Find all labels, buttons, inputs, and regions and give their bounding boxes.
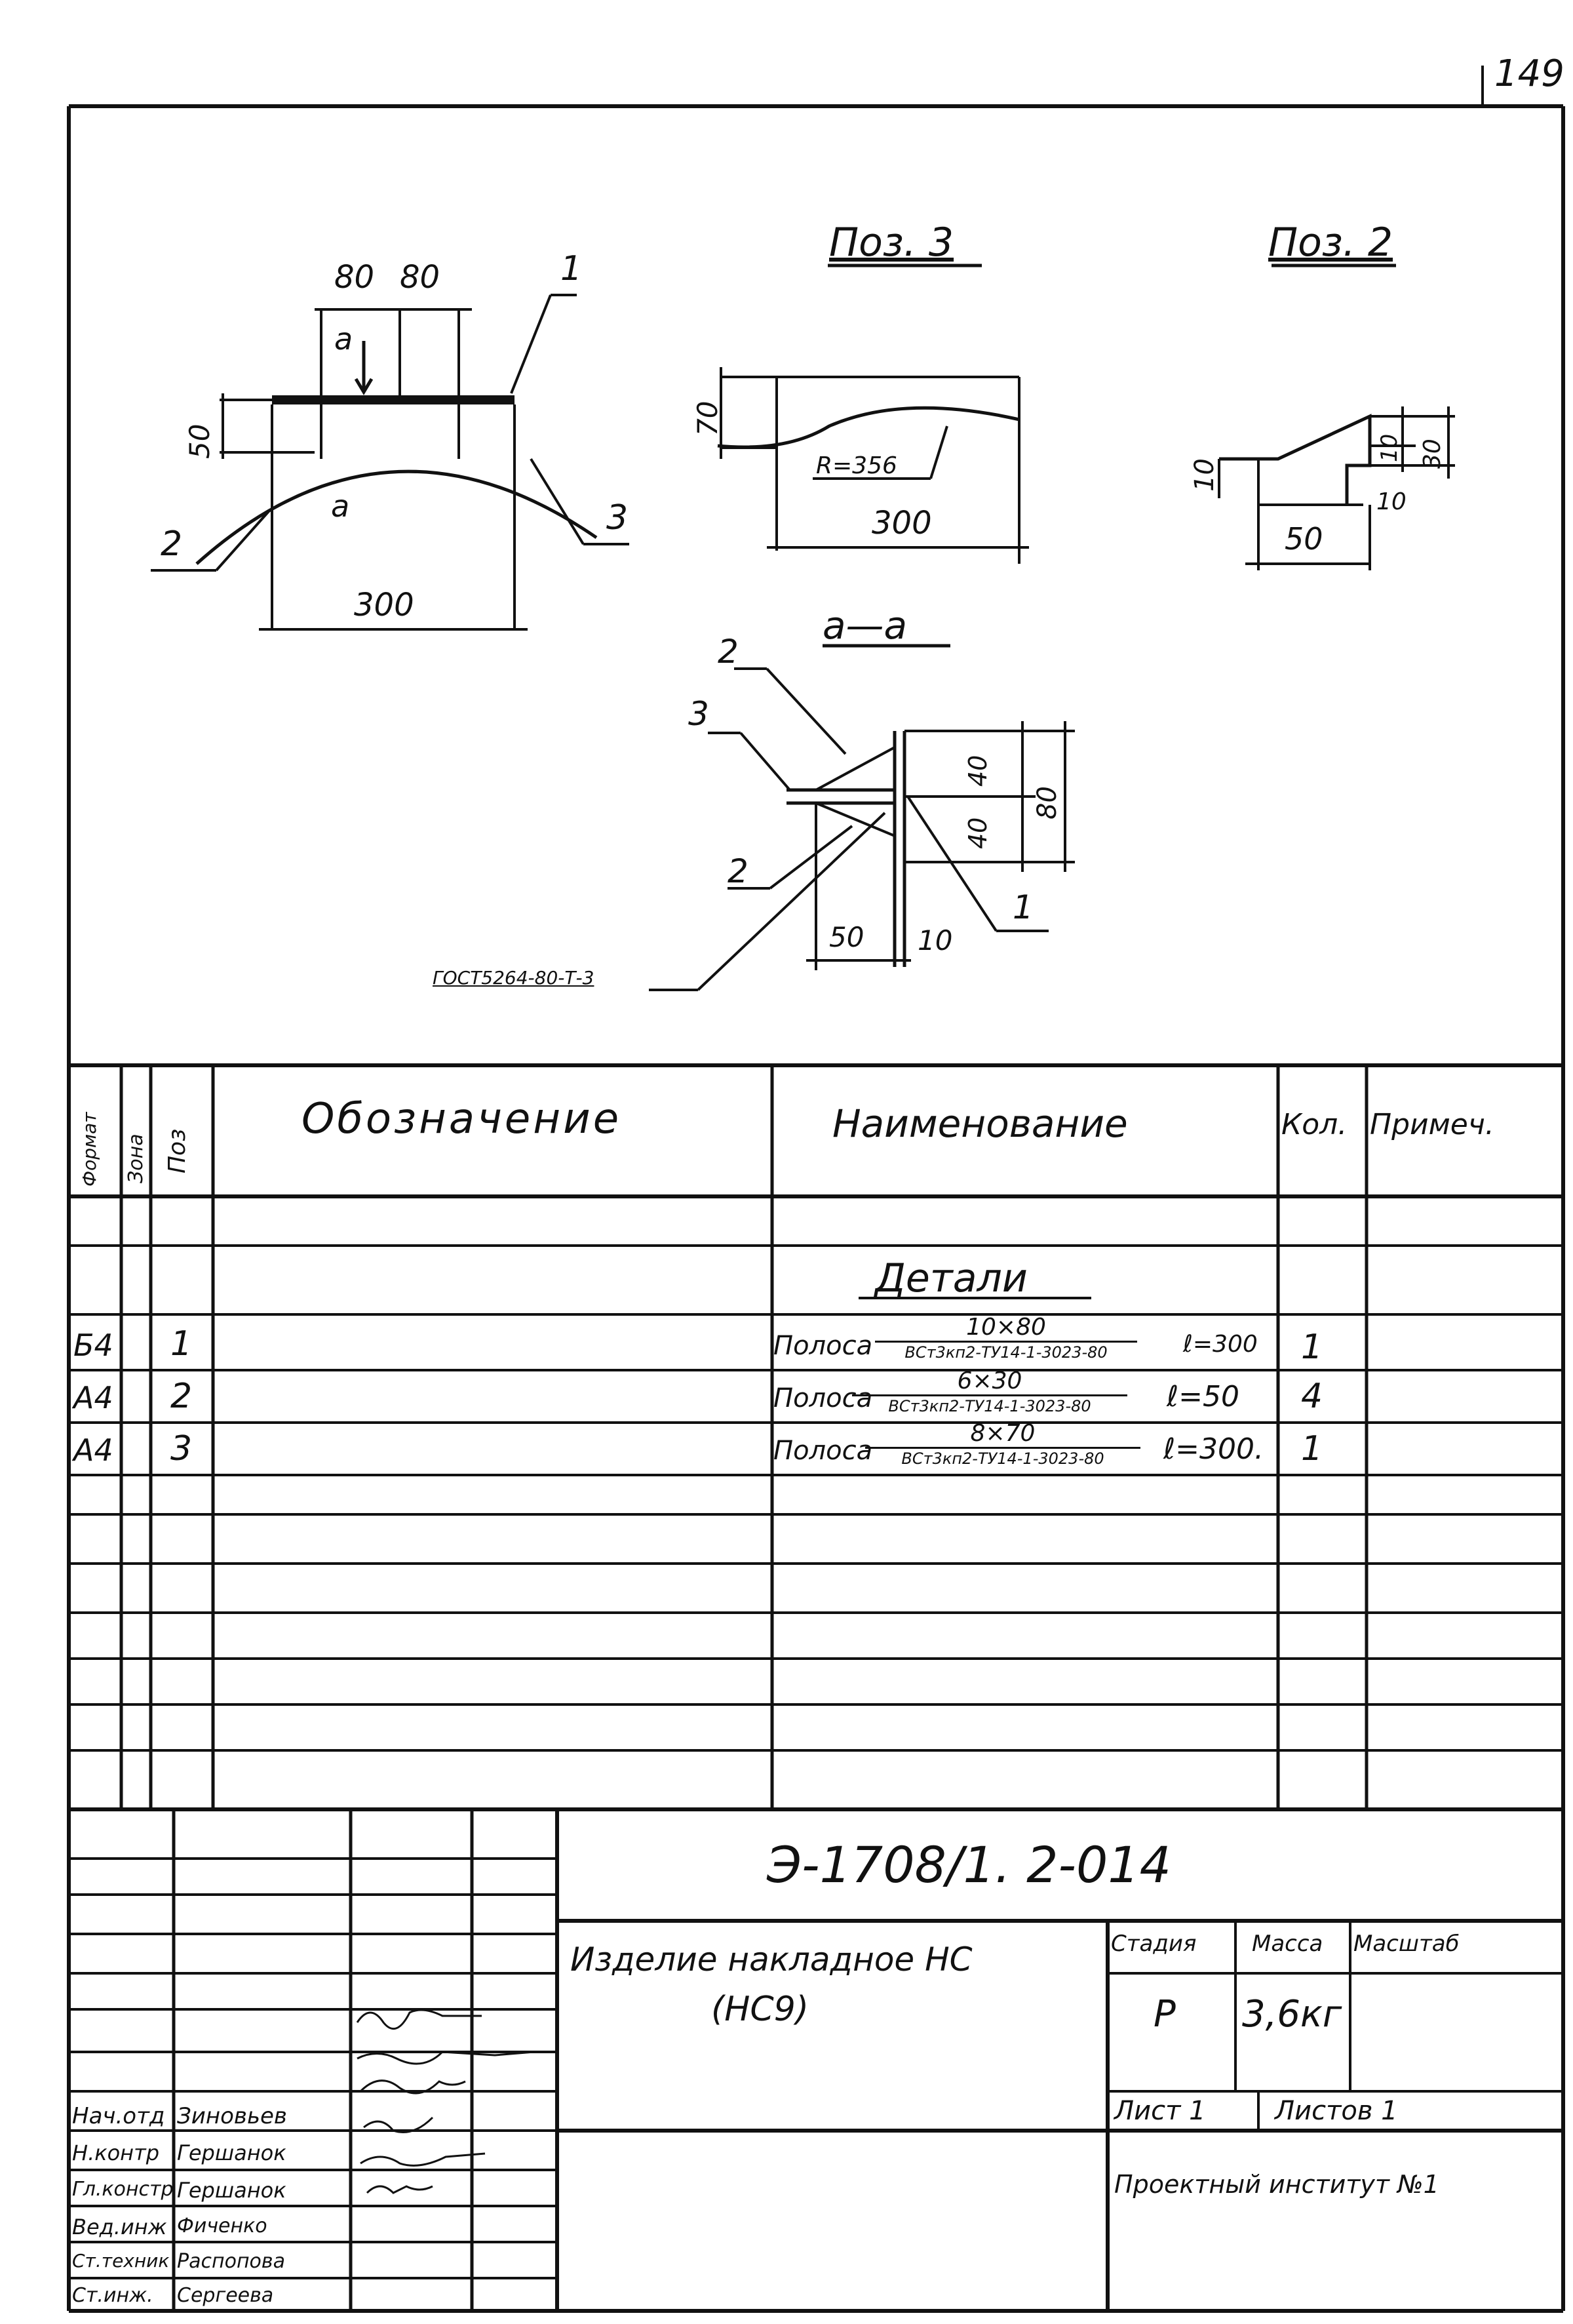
sheets-label: Листов 1	[1275, 2096, 1398, 2126]
section-dim-50: 50	[829, 921, 864, 953]
product-name-line1: Изделие накладное НС	[570, 1940, 973, 1979]
row2-section-size: 6×30	[852, 1368, 1127, 1396]
row3-section-size: 8×70	[865, 1421, 1140, 1449]
row3-qty: 1	[1301, 1429, 1323, 1468]
row2-pos: 2	[170, 1377, 193, 1416]
sig-name-1: Гершанок	[177, 2140, 286, 2165]
row1-length: ℓ=300	[1183, 1331, 1258, 1358]
section-leader-2-top: 2	[718, 633, 739, 671]
product-name-line2: (НС9)	[711, 1990, 809, 2029]
sig-role-4: Ст.техник	[72, 2250, 170, 2272]
organization: Проектный институт №1	[1114, 2170, 1439, 2199]
row3-format: А4	[73, 1432, 113, 1468]
row3-steel-grade: ВСт3кп2-ТУ14-1-3023-80	[901, 1449, 1104, 1468]
row3-name-fraction: 8×70 ВСт3кп2-ТУ14-1-3023-80	[865, 1421, 1140, 1468]
section-dim-40-top: 40	[963, 755, 992, 787]
section-heading-details: Детали	[875, 1255, 1028, 1301]
row2-length: ℓ=50	[1167, 1380, 1240, 1413]
row2-steel-grade: ВСт3кп2-ТУ14-1-3023-80	[888, 1397, 1091, 1415]
sig-name-0: Зиновьев	[177, 2103, 287, 2129]
pos2-dim-width: 50	[1285, 521, 1323, 557]
title-block-grid	[69, 1809, 1563, 2311]
document-code: Э-1708/1. 2-014	[767, 1836, 1172, 1894]
sheet-border	[67, 104, 1565, 2313]
section-leader-2-bottom: 2	[728, 852, 748, 890]
dim-left-50: 50	[184, 423, 216, 459]
pos2-view	[1218, 264, 1455, 570]
row1-section-size: 10×80	[875, 1314, 1137, 1343]
row1-name-prefix: Полоса	[773, 1331, 873, 1361]
mass-value: 3,6кг	[1242, 1993, 1342, 2036]
pos2-dim-step: 10	[1376, 488, 1407, 515]
pos3-title: Поз. 3	[829, 220, 954, 266]
dim-top-2: 80	[400, 259, 440, 296]
row1-pos: 1	[170, 1324, 193, 1364]
mass-label: Масса	[1252, 1931, 1323, 1957]
section-mark-bottom: а	[331, 488, 350, 524]
section-mark-top: а	[334, 321, 353, 357]
header-note: Примеч.	[1370, 1108, 1494, 1141]
sig-role-1: Н.контр	[72, 2140, 160, 2165]
header-zone: Зона	[125, 1133, 147, 1183]
row3-pos: 3	[170, 1429, 193, 1468]
row2-format: А4	[73, 1380, 113, 1415]
leader-2-label: 2	[161, 524, 183, 564]
row3-name-prefix: Полоса	[773, 1436, 873, 1466]
pos2-dim-h1: 10	[1376, 433, 1403, 462]
row1-name-fraction: 10×80 ВСт3кп2-ТУ14-1-3023-80	[875, 1314, 1137, 1362]
stage-label: Стадия	[1111, 1931, 1197, 1957]
sig-name-2: Гершанок	[177, 2178, 286, 2203]
header-name: Наименование	[832, 1101, 1128, 1146]
section-view	[649, 644, 1075, 991]
section-title: а—а	[823, 603, 908, 648]
spec-table-grid	[69, 1063, 1563, 1811]
pos3-view	[717, 264, 1029, 564]
sig-role-0: Нач.отд	[72, 2103, 165, 2129]
pos2-dim-h2: 30	[1419, 439, 1446, 469]
header-pos: Поз	[164, 1128, 191, 1173]
signatures-scribbles	[356, 2009, 535, 2194]
sig-name-4: Распопова	[177, 2250, 285, 2273]
pos2-dim-left: 10	[1190, 458, 1220, 492]
leader-1-label: 1	[560, 249, 583, 288]
sig-role-5: Ст.инж.	[72, 2284, 153, 2307]
sig-name-5: Сергеева	[177, 2284, 274, 2307]
row1-steel-grade: ВСт3кп2-ТУ14-1-3023-80	[904, 1343, 1108, 1362]
row3-length: ℓ=300.	[1163, 1432, 1264, 1466]
header-qty: Кол.	[1281, 1108, 1348, 1141]
pos3-dim-height: 70	[691, 401, 724, 436]
section-dim-10: 10	[918, 924, 953, 956]
section-dim-40-bottom: 40	[963, 817, 992, 849]
header-format: Формат	[79, 1112, 100, 1187]
dim-bottom-300: 300	[354, 587, 414, 623]
sig-role-2: Гл.констр	[72, 2178, 174, 2201]
section-leader-3: 3	[688, 695, 709, 733]
sig-role-3: Вед.инж	[72, 2215, 167, 2239]
sheet-label: Лист 1	[1114, 2096, 1206, 2126]
dim-top-1: 80	[334, 259, 375, 296]
pos3-dim-width: 300	[872, 505, 932, 542]
main-view	[151, 294, 629, 631]
sheet-number: 149	[1494, 52, 1564, 95]
section-dim-80: 80	[1032, 786, 1062, 819]
leader-3-label: 3	[606, 498, 629, 538]
scale-label: Масштаб	[1353, 1931, 1460, 1957]
pos2-title: Поз. 2	[1268, 220, 1393, 266]
row2-name-fraction: 6×30 ВСт3кп2-ТУ14-1-3023-80	[852, 1368, 1127, 1416]
stage-value: Р	[1154, 1993, 1176, 2036]
row1-format: Б4	[73, 1328, 113, 1363]
row1-qty: 1	[1301, 1328, 1323, 1367]
pos3-radius: R=356	[816, 452, 897, 479]
header-designation: Обозначение	[301, 1095, 622, 1143]
row2-name-prefix: Полоса	[773, 1383, 873, 1413]
section-leader-1: 1	[1013, 888, 1034, 926]
row2-qty: 4	[1301, 1377, 1323, 1416]
weld-note: ГОСТ5264-80-Т-3	[433, 967, 594, 989]
sig-name-3: Фиченко	[177, 2215, 267, 2237]
